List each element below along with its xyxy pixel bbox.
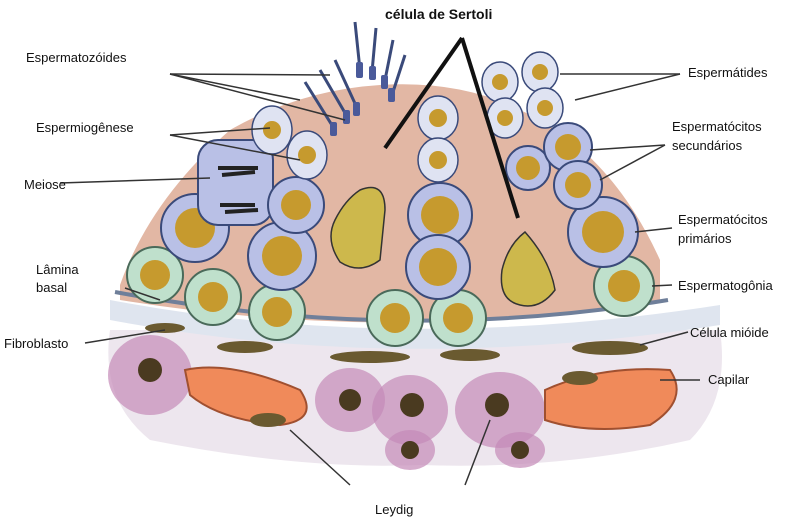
label-espermatozoides: Espermatozóides xyxy=(26,50,126,65)
label-lamina-basal-line2: basal xyxy=(36,280,67,295)
label-espermatogonia: Espermatogônia xyxy=(678,278,773,293)
label-espermatocitos-primarios-line1: Espermatócitos xyxy=(678,212,768,227)
label-fibroblasto: Fibroblasto xyxy=(4,336,68,351)
label-capilar: Capilar xyxy=(708,372,749,387)
label-espermatocitos-primarios-line2: primários xyxy=(678,231,731,246)
label-lamina-basal-line1: Lâmina xyxy=(36,262,79,277)
label-meiose: Meiose xyxy=(24,177,66,192)
label-leydig: Leydig xyxy=(375,502,413,517)
label-espermatocitos-secundarios-line1: Espermatócitos xyxy=(672,119,762,134)
label-espermatocitos-secundarios-line2: secundários xyxy=(672,138,742,153)
sertoli-title: célula de Sertoli xyxy=(385,7,492,22)
label-espermatides: Espermátides xyxy=(688,65,767,80)
label-espermiogenese: Espermiogênese xyxy=(36,120,134,135)
label-celula-mioide: Célula mióide xyxy=(690,325,769,340)
